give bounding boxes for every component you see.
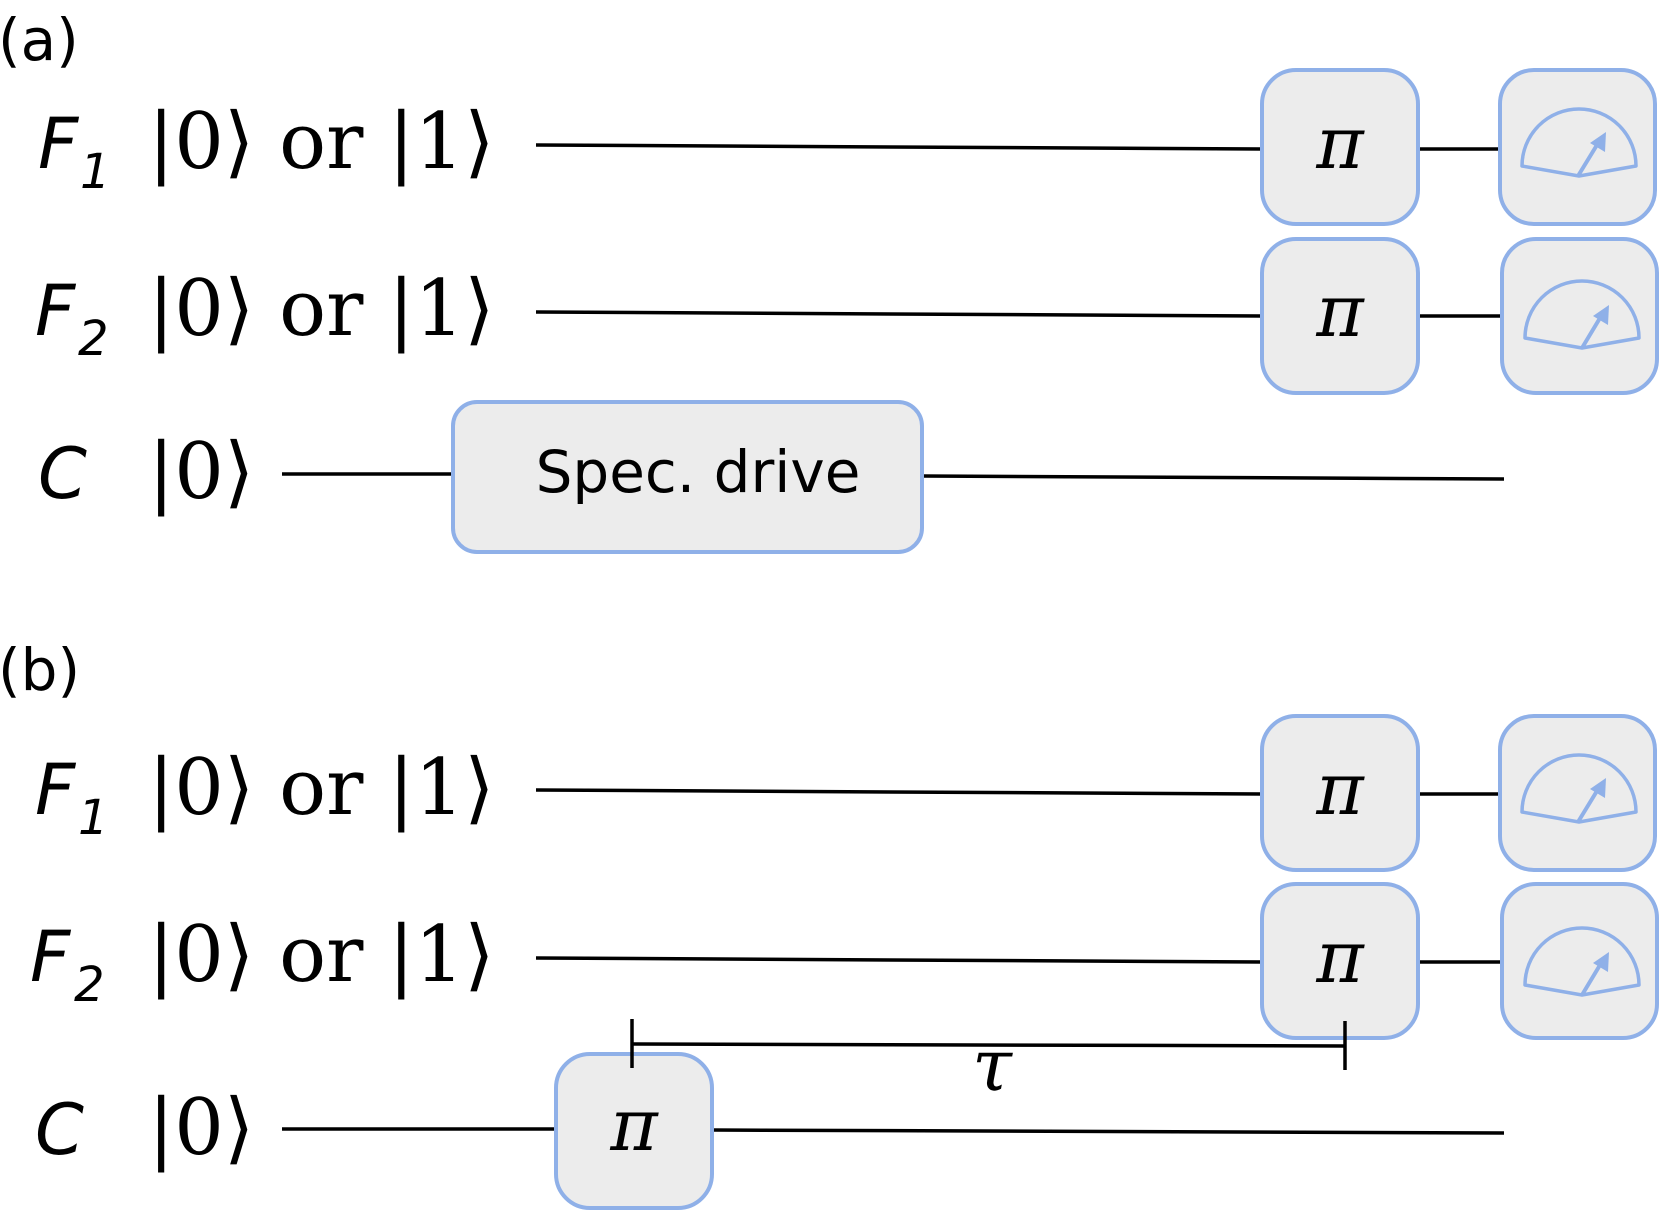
panel-a: (a) F 1 |0⟩ or |1⟩ π F 2 |0⟩ or |1⟩: [0, 6, 1659, 554]
panel-b-tag: (b): [0, 636, 80, 704]
panel-a-f1-pi-gate[interactable]: π: [1260, 68, 1420, 226]
panel-b: (b) F 1 |0⟩ or |1⟩ π F 2 |0⟩ or |1⟩: [0, 636, 1659, 1210]
qubit-name: F: [35, 270, 77, 352]
panel-b-f1-label: F 1 |0⟩ or |1⟩: [35, 743, 495, 846]
qubit-ket: |0⟩ or |1⟩: [148, 743, 495, 833]
gate-label: π: [1315, 101, 1365, 185]
qubit-name: C: [35, 1089, 84, 1171]
panel-a-f1-measurement[interactable]: [1498, 68, 1657, 226]
panel-a-f2-label: F 2 |0⟩ or |1⟩: [35, 264, 495, 367]
panel-b-f1-wire: [535, 788, 1263, 796]
panel-b-f2-wire: [535, 956, 1263, 964]
gate-label: π: [609, 1083, 659, 1167]
panel-b-f1-pi-gate[interactable]: π: [1260, 714, 1420, 872]
panel-a-f1-label: F 1 |0⟩ or |1⟩: [38, 97, 495, 200]
meter-icon: [1520, 107, 1638, 178]
panel-b-c-wire-out: [711, 1128, 1505, 1135]
gate-label: Spec. drive: [536, 438, 861, 506]
panel-b-f1-measurement[interactable]: [1498, 714, 1657, 872]
panel-b-f2-measurement[interactable]: [1500, 882, 1659, 1040]
meter-icon: [1523, 926, 1641, 997]
qubit-subscript: 1: [80, 144, 111, 200]
qubit-ket: |0⟩ or |1⟩: [148, 97, 495, 187]
panel-a-c-label: C |0⟩: [38, 427, 254, 517]
gate-label: π: [1315, 269, 1365, 353]
panel-a-tag: (a): [0, 6, 79, 74]
panel-a-f2-pi-gate[interactable]: π: [1260, 237, 1420, 395]
gate-label: π: [1315, 915, 1365, 999]
panel-b-f2-label: F 2 |0⟩ or |1⟩: [30, 910, 495, 1013]
qubit-ket: |0⟩: [148, 427, 254, 517]
delay-label: τ: [972, 1023, 1013, 1107]
panel-a-c-wire-out: [921, 474, 1505, 481]
panel-a-f2-measurement[interactable]: [1500, 237, 1659, 395]
panel-a-f2-wire: [535, 310, 1263, 318]
panel-a-f1-wire: [535, 143, 1263, 151]
qubit-subscript: 1: [78, 790, 109, 846]
qubit-name: F: [35, 749, 77, 831]
qubit-ket: |0⟩: [148, 1083, 254, 1173]
delay-bar: [631, 1042, 1346, 1048]
meter-icon: [1520, 753, 1638, 824]
panel-b-c-label: C |0⟩: [35, 1083, 254, 1173]
qubit-subscript: 2: [78, 311, 109, 367]
qubit-name: C: [38, 433, 87, 515]
panel-b-c-pi-gate[interactable]: π: [554, 1052, 714, 1210]
qubit-name: F: [30, 916, 72, 998]
gate-label: π: [1315, 747, 1365, 831]
panel-b-f2-pi-gate[interactable]: π: [1260, 882, 1420, 1040]
delay-bracket: τ: [630, 1019, 1347, 1107]
qubit-ket: |0⟩ or |1⟩: [148, 910, 495, 1000]
meter-icon: [1523, 279, 1641, 350]
panel-a-spec-drive-gate[interactable]: Spec. drive: [451, 400, 924, 554]
qubit-subscript: 2: [74, 957, 105, 1013]
qubit-name: F: [38, 103, 80, 185]
qubit-ket: |0⟩ or |1⟩: [148, 264, 495, 354]
